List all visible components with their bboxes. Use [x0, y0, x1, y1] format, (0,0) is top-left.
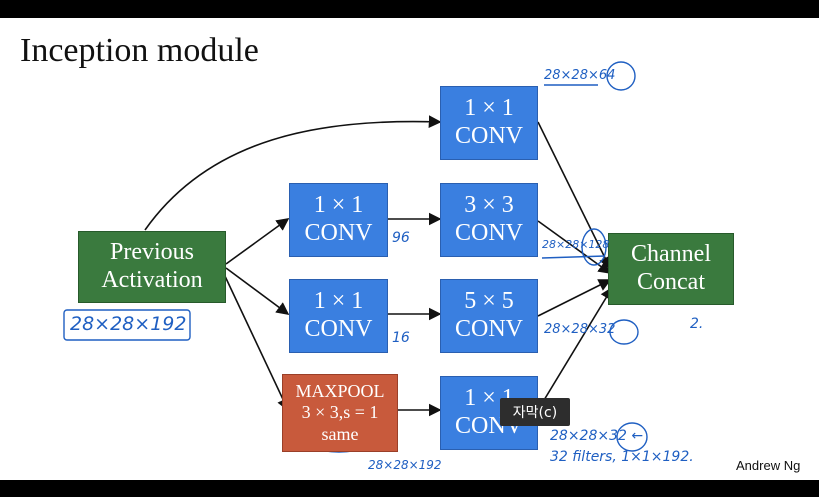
conv3-line1: 3 × 3: [464, 192, 514, 219]
conv5-line2: CONV: [454, 316, 523, 342]
annotation-pool-output: 28×28×192: [368, 458, 442, 472]
ink-circle-32b: [616, 422, 648, 452]
conv1-line1: 1 × 1: [464, 95, 514, 122]
arrow-conv5-to-concat: [537, 279, 612, 317]
annotation-concat-note: 2.: [690, 316, 704, 332]
maxpool-block: MAXPOOL 3 × 3,s = 1 same: [282, 374, 398, 452]
ink-circle-64: [606, 61, 636, 91]
conv-5x5-block: 5 × 5 CONV: [440, 279, 538, 353]
prev-line1: Previous: [110, 239, 194, 266]
annotation-16: 16: [392, 330, 410, 346]
conv-1x1-reduce-3x3-block: 1 × 1 CONV: [289, 183, 388, 257]
maxpool-line1: MAXPOOL: [295, 380, 385, 401]
annotation-conv3-output: 28×28×128: [542, 238, 610, 251]
conv3-line2: CONV: [454, 220, 523, 246]
arrow-top-to-concat: [537, 121, 611, 270]
prev-line2: Activation: [101, 267, 203, 293]
ink-circle-128: [581, 228, 607, 266]
conv-1x1-reduce-5x5-block: 1 × 1 CONV: [289, 279, 388, 353]
annotation-input-dims: 28×28×192: [70, 313, 187, 335]
previous-activation-block: Previous Activation: [78, 231, 226, 303]
channel-concat-block: Channel Concat: [608, 233, 734, 305]
conv1-line2: CONV: [454, 123, 523, 149]
arrow-prev-to-conv1c: [225, 267, 290, 315]
conv1b-line1: 1 × 1: [313, 192, 364, 219]
arrow-prev-to-maxpool: [223, 273, 290, 412]
conv1b-line2: CONV: [304, 220, 373, 246]
conv-3x3-block: 3 × 3 CONV: [440, 183, 538, 257]
ink-box-input: [63, 309, 191, 341]
annotation-conv5-output: 28×28×32: [544, 322, 616, 337]
arrow-prev-to-top: [144, 115, 442, 231]
concat-line2: Concat: [637, 269, 705, 295]
arrow-conv1d-to-concat: [537, 286, 613, 411]
lecture-slide: Inception module Previous Activation: [0, 18, 819, 480]
maxpool-line3: same: [321, 423, 359, 444]
maxpool-line2: 3 × 3,s = 1: [301, 402, 379, 423]
conv1c-line1: 1 × 1: [313, 288, 364, 315]
subtitles-button[interactable]: 자막(c): [500, 398, 570, 426]
arrow-prev-to-conv1b: [225, 218, 290, 265]
conv-1x1-top-block: 1 × 1 CONV: [440, 86, 538, 160]
conv5-line1: 5 × 5: [464, 288, 514, 315]
slide-title: Inception module: [20, 32, 259, 69]
author-label: Andrew Ng: [736, 458, 801, 473]
ink-underline-conv3: [541, 255, 606, 259]
annotation-top-output: 28×28×64: [544, 68, 616, 83]
annotation-96: 96: [392, 230, 410, 246]
annotation-pool-conv-output: 28×28×32 ←: [550, 428, 644, 444]
ink-circle-32a: [609, 319, 639, 345]
concat-line1: Channel: [631, 241, 711, 268]
conv1c-line2: CONV: [304, 316, 373, 342]
annotation-pool-filters-note: 32 filters, 1×1×192.: [550, 449, 694, 465]
